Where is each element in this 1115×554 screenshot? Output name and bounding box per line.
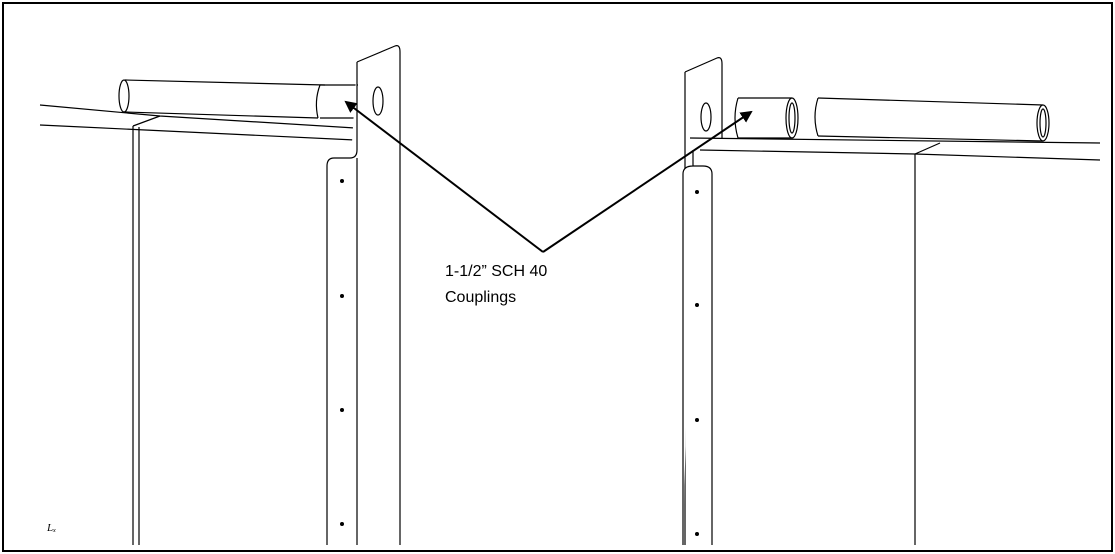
- right-rivet-dots: [695, 190, 699, 536]
- left-long-pipe: [118, 79, 326, 119]
- left-plate-hole: [372, 86, 384, 116]
- right-coupling: [734, 97, 799, 139]
- left-coupling: [315, 84, 358, 119]
- left-assembly: [39, 45, 401, 545]
- right-assembly: [682, 57, 1101, 545]
- right-plate-hole: [700, 102, 712, 132]
- left-rivet-dots: [340, 179, 344, 526]
- right-plate-flange: [682, 150, 713, 545]
- callout-label-line1: 1-1/2” SCH 40: [445, 263, 547, 280]
- left-mounting-plate: [326, 45, 401, 545]
- callout-arrows: [344, 100, 753, 253]
- left-top-rail: [39, 104, 356, 141]
- left-vertical-post: [132, 126, 140, 545]
- corner-mark: Lₓ: [46, 522, 56, 534]
- left-rail-seam: [132, 115, 161, 127]
- right-rail-seam: [914, 142, 941, 155]
- right-long-pipe: [814, 97, 1050, 142]
- callout-arrow-right: [542, 110, 753, 253]
- callout-label-line2: Couplings: [445, 289, 516, 306]
- callout-arrow-left: [344, 100, 544, 253]
